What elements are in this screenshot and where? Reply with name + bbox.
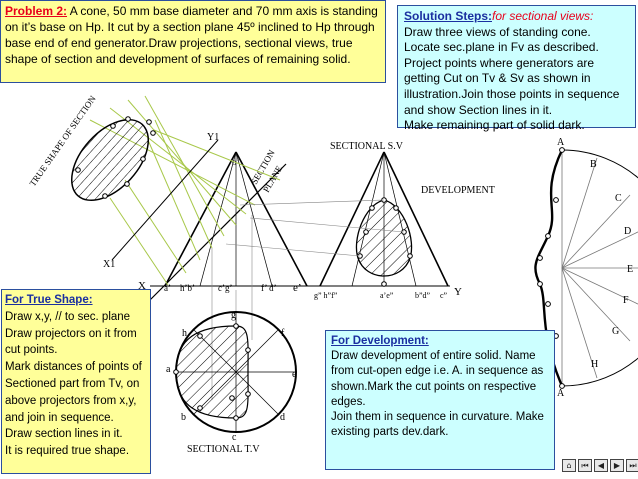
tv-label-e: e xyxy=(292,369,297,380)
solution-steps-text: Draw three views of standing cone. Locat… xyxy=(404,24,620,133)
y1-label: Y1 xyxy=(207,132,219,143)
sv-label-ghf: g” h”f” xyxy=(314,291,338,300)
dev-label-b: B xyxy=(590,159,597,170)
true-shape-box: For True Shape: Draw x,y, // to sec. pla… xyxy=(1,289,151,474)
dev-label-f: F xyxy=(623,295,629,306)
fv-label-e: e’ xyxy=(293,282,302,294)
dev-label-d: D xyxy=(624,226,631,237)
x-label: X xyxy=(138,280,146,292)
tv-label-c: c xyxy=(232,432,237,443)
sv-label-c: c” xyxy=(440,291,448,300)
section-plane-line xyxy=(147,163,287,303)
sv-label-ae: a’e” xyxy=(380,291,394,300)
dev-label-e: E xyxy=(627,264,633,275)
development-box: For Development: Draw development of ent… xyxy=(325,330,555,470)
dev-label-a-bottom: A xyxy=(557,388,565,399)
sectional-tv-label: SECTIONAL T.V xyxy=(187,444,260,455)
true-shape-text: Draw x,y, // to sec. plane Draw projecto… xyxy=(5,310,142,458)
x1y1-axis xyxy=(111,139,219,261)
home-icon[interactable]: ⌂ xyxy=(562,459,576,472)
y-label: Y xyxy=(454,286,462,298)
fv-label-a: a’ xyxy=(164,283,171,293)
tv-label-b: b xyxy=(181,412,186,423)
sectional-side-view xyxy=(319,151,449,287)
x1-label: X1 xyxy=(103,259,115,270)
first-icon[interactable]: ⏮ xyxy=(578,459,592,472)
solution-steps-box: Solution Steps:for sectional views: Draw… xyxy=(397,5,636,132)
tv-label-g: g xyxy=(231,310,236,321)
true-shape-projectors xyxy=(89,95,281,286)
front-view-cone xyxy=(164,151,308,287)
sectional-top-view xyxy=(173,311,297,433)
tv-label-a: a xyxy=(166,364,171,375)
dev-label-c: C xyxy=(615,193,622,204)
solution-steps-subheading: for sectional views: xyxy=(492,9,594,23)
solution-steps-heading: Solution Steps: xyxy=(404,9,492,23)
dev-label-a-top: A xyxy=(557,137,565,148)
next-icon[interactable]: ▶ xyxy=(610,459,624,472)
fv-label-fd: f’ d’ xyxy=(261,283,277,293)
true-shape-heading: For True Shape: xyxy=(5,294,93,306)
tv-label-d: d xyxy=(280,412,285,423)
problem-statement: Problem 2: A cone, 50 mm base diameter a… xyxy=(0,0,386,83)
problem-heading: Problem 2: xyxy=(5,4,68,18)
fv-label-cg: c’g’ xyxy=(218,283,233,293)
sectional-sv-label: SECTIONAL S.V xyxy=(330,141,404,152)
true-shape-ellipse xyxy=(70,116,156,202)
prev-icon[interactable]: ◀ xyxy=(594,459,608,472)
dev-label-g: G xyxy=(612,326,619,337)
development-text: Draw development of entire solid. Name f… xyxy=(331,350,544,439)
development-heading: For Development: xyxy=(331,335,429,347)
last-icon[interactable]: ⏭ xyxy=(626,459,638,472)
development-sector xyxy=(534,147,638,389)
slide-navigation: ⌂ ⏮ ◀ ▶ ⏭ ■ xyxy=(562,459,638,472)
dev-label-h: H xyxy=(591,359,598,370)
development-label: DEVELOPMENT xyxy=(421,185,495,196)
tv-label-f: f xyxy=(281,328,285,339)
problem-text: A cone, 50 mm base diameter and 70 mm ax… xyxy=(5,4,378,66)
tv-label-h: h xyxy=(182,328,187,339)
fv-label-hb: h’b’ xyxy=(180,283,195,293)
sv-label-bd: b”d” xyxy=(415,291,431,300)
